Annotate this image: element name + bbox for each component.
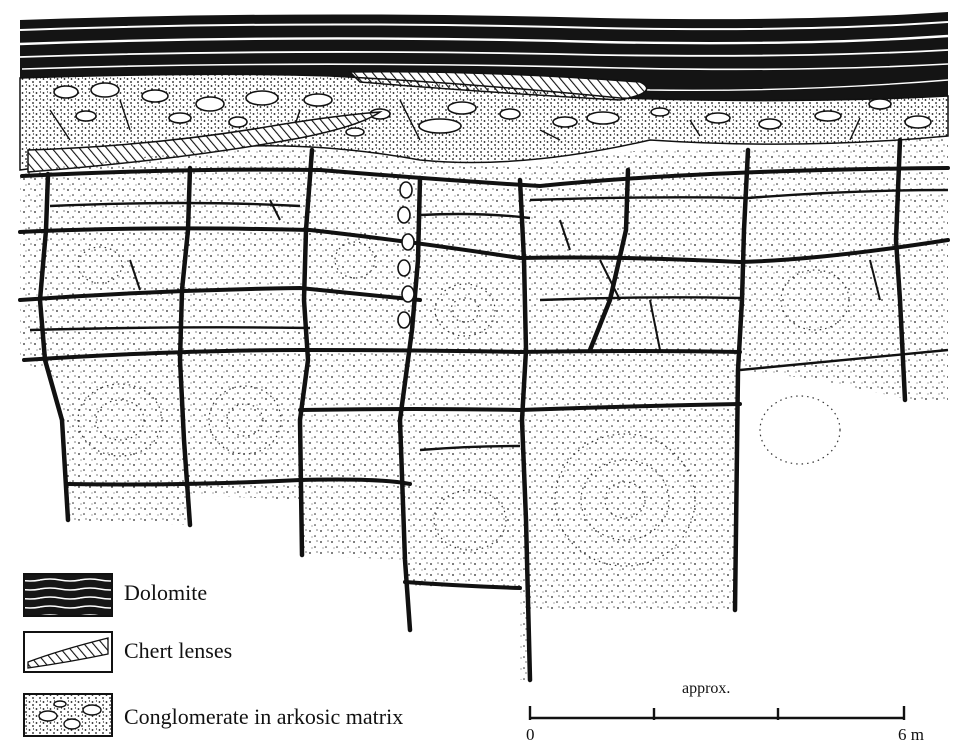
legend-label-conglomerate: Conglomerate in arkosic matrix [124,704,403,729]
conglomerate-swatch [24,694,112,736]
legend: Dolomite Chert lenses Conglomerate in ar… [24,574,403,736]
scale-bar-caption: approx. [682,680,730,697]
scale-bar-start-label: 0 [526,725,535,744]
dolomite-swatch [24,574,112,616]
scale-bar: approx. 0 6 m [526,680,924,744]
legend-label-dolomite: Dolomite [124,580,207,605]
chert-swatch [24,632,112,672]
legend-item-dolomite: Dolomite [24,574,207,616]
legend-item-conglomerate: Conglomerate in arkosic matrix [24,694,403,736]
legend-item-chert: Chert lenses [24,632,232,672]
legend-label-chert: Chert lenses [124,638,232,663]
scale-bar-end-label: 6 m [898,725,924,744]
